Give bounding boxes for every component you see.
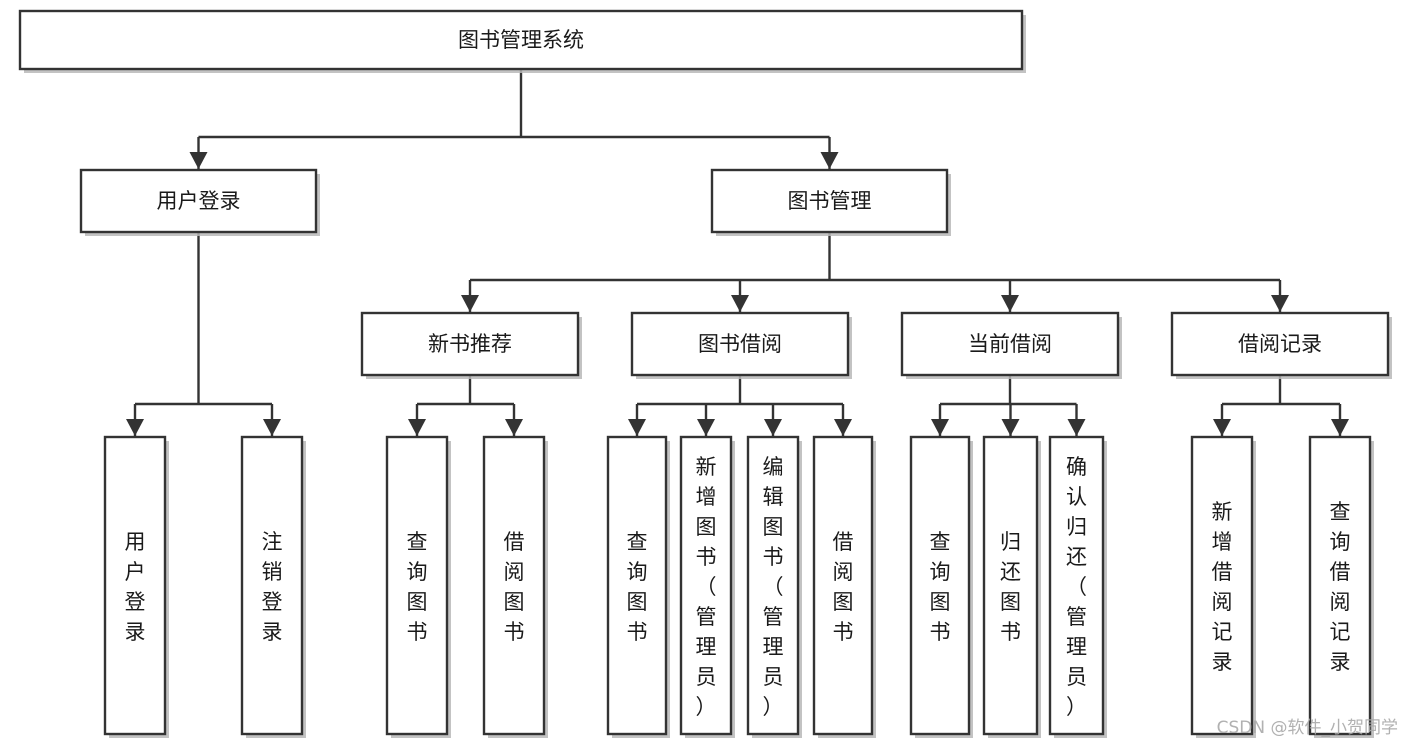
edge-arrowhead: [1331, 419, 1349, 436]
node-borrow-record[interactable]: 借阅记录: [1170, 311, 1392, 379]
edge-arrowhead: [1271, 295, 1289, 312]
node-leaf-user-login[interactable]: 用户登录: [103, 435, 169, 738]
edge-arrowhead: [263, 419, 281, 436]
node-outline: [1170, 311, 1390, 377]
node-leaf-book-edit[interactable]: 编辑图书（管理员）: [746, 435, 802, 738]
node-user-login[interactable]: 用户登录: [79, 168, 320, 236]
edge-arrowhead: [764, 419, 782, 436]
edge-group-book-manage: [461, 232, 1289, 312]
node-outline: [900, 311, 1120, 377]
node-outline: [1048, 435, 1105, 736]
edge-group-borrow-record: [1213, 375, 1349, 436]
node-current-borrow[interactable]: 当前借阅: [900, 311, 1122, 379]
edge-group-current-borrow: [931, 375, 1086, 436]
edge-arrowhead: [505, 419, 523, 436]
node-outline: [103, 435, 167, 736]
node-leaf-record-add[interactable]: 新增借阅记录: [1190, 435, 1256, 738]
node-outline: [240, 435, 304, 736]
node-outline: [982, 435, 1039, 736]
edge-arrowhead: [189, 152, 208, 169]
node-label: 编辑图书（管理员）: [763, 455, 784, 719]
edge-arrowhead: [1001, 295, 1019, 312]
node-outline: [79, 168, 318, 234]
edge-group-book-borrow: [628, 375, 852, 436]
csdn-watermark: CSDN @软件_小贺同学: [1217, 718, 1398, 738]
edge-arrowhead: [731, 295, 749, 312]
node-label: 归还图书: [1000, 530, 1021, 644]
node-outline: [606, 435, 668, 736]
node-label: 新增图书（管理员）: [696, 455, 717, 719]
node-outline: [385, 435, 449, 736]
node-label: 借阅图书: [833, 530, 854, 644]
node-label: 查询图书: [407, 530, 428, 644]
node-label: 用户登录: [125, 530, 146, 644]
node-label: 查询图书: [627, 530, 648, 644]
node-label: 查询借阅记录: [1330, 500, 1351, 674]
node-label: 图书管理: [788, 189, 872, 213]
node-outline: [746, 435, 800, 736]
node-leaf-confirm-return[interactable]: 确认归还（管理员）: [1048, 435, 1107, 738]
edge-arrowhead: [1213, 419, 1231, 436]
node-leaf-return-book[interactable]: 归还图书: [982, 435, 1041, 738]
node-leaf-cur-query[interactable]: 查询图书: [909, 435, 973, 738]
node-label: 新书推荐: [428, 332, 512, 356]
node-label: 图书借阅: [698, 332, 782, 356]
node-label: 借阅图书: [504, 530, 525, 644]
edge-group-user-login: [126, 232, 281, 436]
edge-arrowhead: [1067, 419, 1086, 436]
node-label: 用户登录: [157, 189, 241, 213]
node-new-book-rec[interactable]: 新书推荐: [360, 311, 582, 379]
edge-arrowhead: [408, 419, 426, 436]
edges-layer: [126, 69, 1349, 436]
node-label: 确认归还（管理员）: [1066, 455, 1087, 719]
node-outline: [18, 9, 1024, 71]
node-book-borrow[interactable]: 图书借阅: [630, 311, 852, 379]
edge-arrowhead: [126, 419, 144, 436]
nodes-layer: 图书管理系统用户登录图书管理新书推荐图书借阅当前借阅借阅记录用户登录注销登录查询…: [18, 9, 1392, 738]
edge-group-root: [189, 69, 839, 169]
node-outline: [812, 435, 874, 736]
node-label: 借阅记录: [1238, 332, 1322, 356]
node-outline: [679, 435, 733, 736]
edge-group-new-book-rec: [408, 375, 523, 436]
node-label: 当前借阅: [968, 332, 1052, 356]
edge-arrowhead: [931, 419, 949, 436]
node-outline: [630, 311, 850, 377]
node-outline: [1190, 435, 1254, 736]
edge-arrowhead: [834, 419, 852, 436]
node-leaf-book-add[interactable]: 新增图书（管理员）: [679, 435, 735, 738]
node-book-manage[interactable]: 图书管理: [710, 168, 951, 236]
node-leaf-rec-borrow[interactable]: 借阅图书: [482, 435, 548, 738]
node-leaf-record-query[interactable]: 查询借阅记录: [1308, 435, 1374, 738]
node-leaf-rec-query[interactable]: 查询图书: [385, 435, 451, 738]
node-leaf-logout[interactable]: 注销登录: [240, 435, 306, 738]
node-outline: [710, 168, 949, 234]
edge-arrowhead: [697, 419, 715, 436]
edge-arrowhead: [628, 419, 646, 436]
node-outline: [482, 435, 546, 736]
node-label: 注销登录: [262, 530, 283, 644]
node-outline: [360, 311, 580, 377]
node-label: 查询图书: [930, 530, 951, 644]
node-label: 图书管理系统: [458, 28, 584, 52]
node-outline: [1308, 435, 1372, 736]
node-label: 新增借阅记录: [1212, 500, 1233, 674]
node-root[interactable]: 图书管理系统: [18, 9, 1026, 73]
node-leaf-borrow-book[interactable]: 借阅图书: [812, 435, 876, 738]
node-leaf-borrow-query[interactable]: 查询图书: [606, 435, 670, 738]
edge-arrowhead: [820, 152, 839, 169]
node-outline: [909, 435, 971, 736]
edge-arrowhead: [1001, 419, 1020, 436]
edge-arrowhead: [461, 295, 479, 312]
